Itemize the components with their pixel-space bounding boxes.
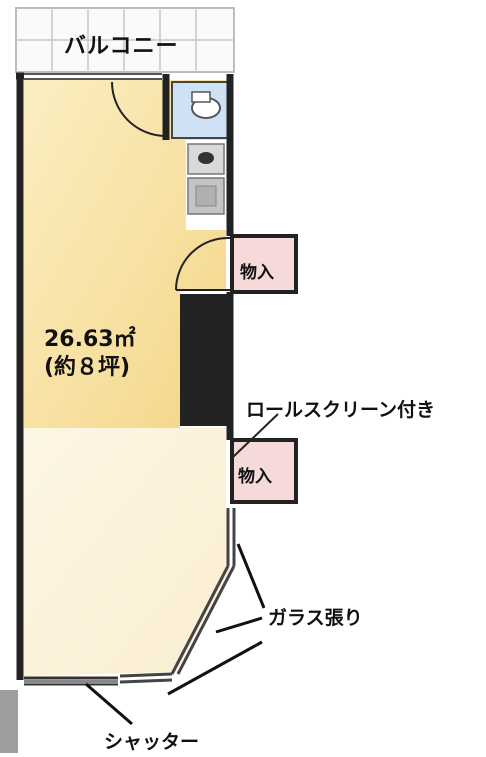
shutter-label: シャッター	[104, 731, 200, 753]
balcony-label: バルコニー	[64, 34, 179, 59]
closet-top-label: 物入	[240, 263, 274, 283]
closet-bottom	[230, 438, 298, 504]
roll-screen-label: ロールスクリーン付き	[246, 399, 436, 421]
lower-room-floor	[24, 428, 230, 676]
glass-label: ガラス張り	[268, 607, 363, 629]
balcony	[15, 7, 235, 73]
balcony-window	[24, 73, 162, 80]
main-room-floor	[24, 80, 226, 428]
door-swings	[111, 81, 279, 459]
room-area-sqm: 26.63㎡	[44, 327, 136, 352]
leader-lines	[85, 543, 266, 726]
closet-top	[230, 234, 298, 294]
shutter-texture	[24, 680, 118, 684]
room-area-label: 26.63㎡ (約８坪)	[44, 326, 136, 382]
closet-bottom-label: 物入	[238, 467, 272, 487]
kitchen	[187, 143, 225, 215]
toilet-room	[171, 81, 229, 139]
pillar	[180, 294, 230, 426]
room-area-tsubo: (約８坪)	[44, 355, 131, 380]
glass-walls	[119, 508, 236, 684]
